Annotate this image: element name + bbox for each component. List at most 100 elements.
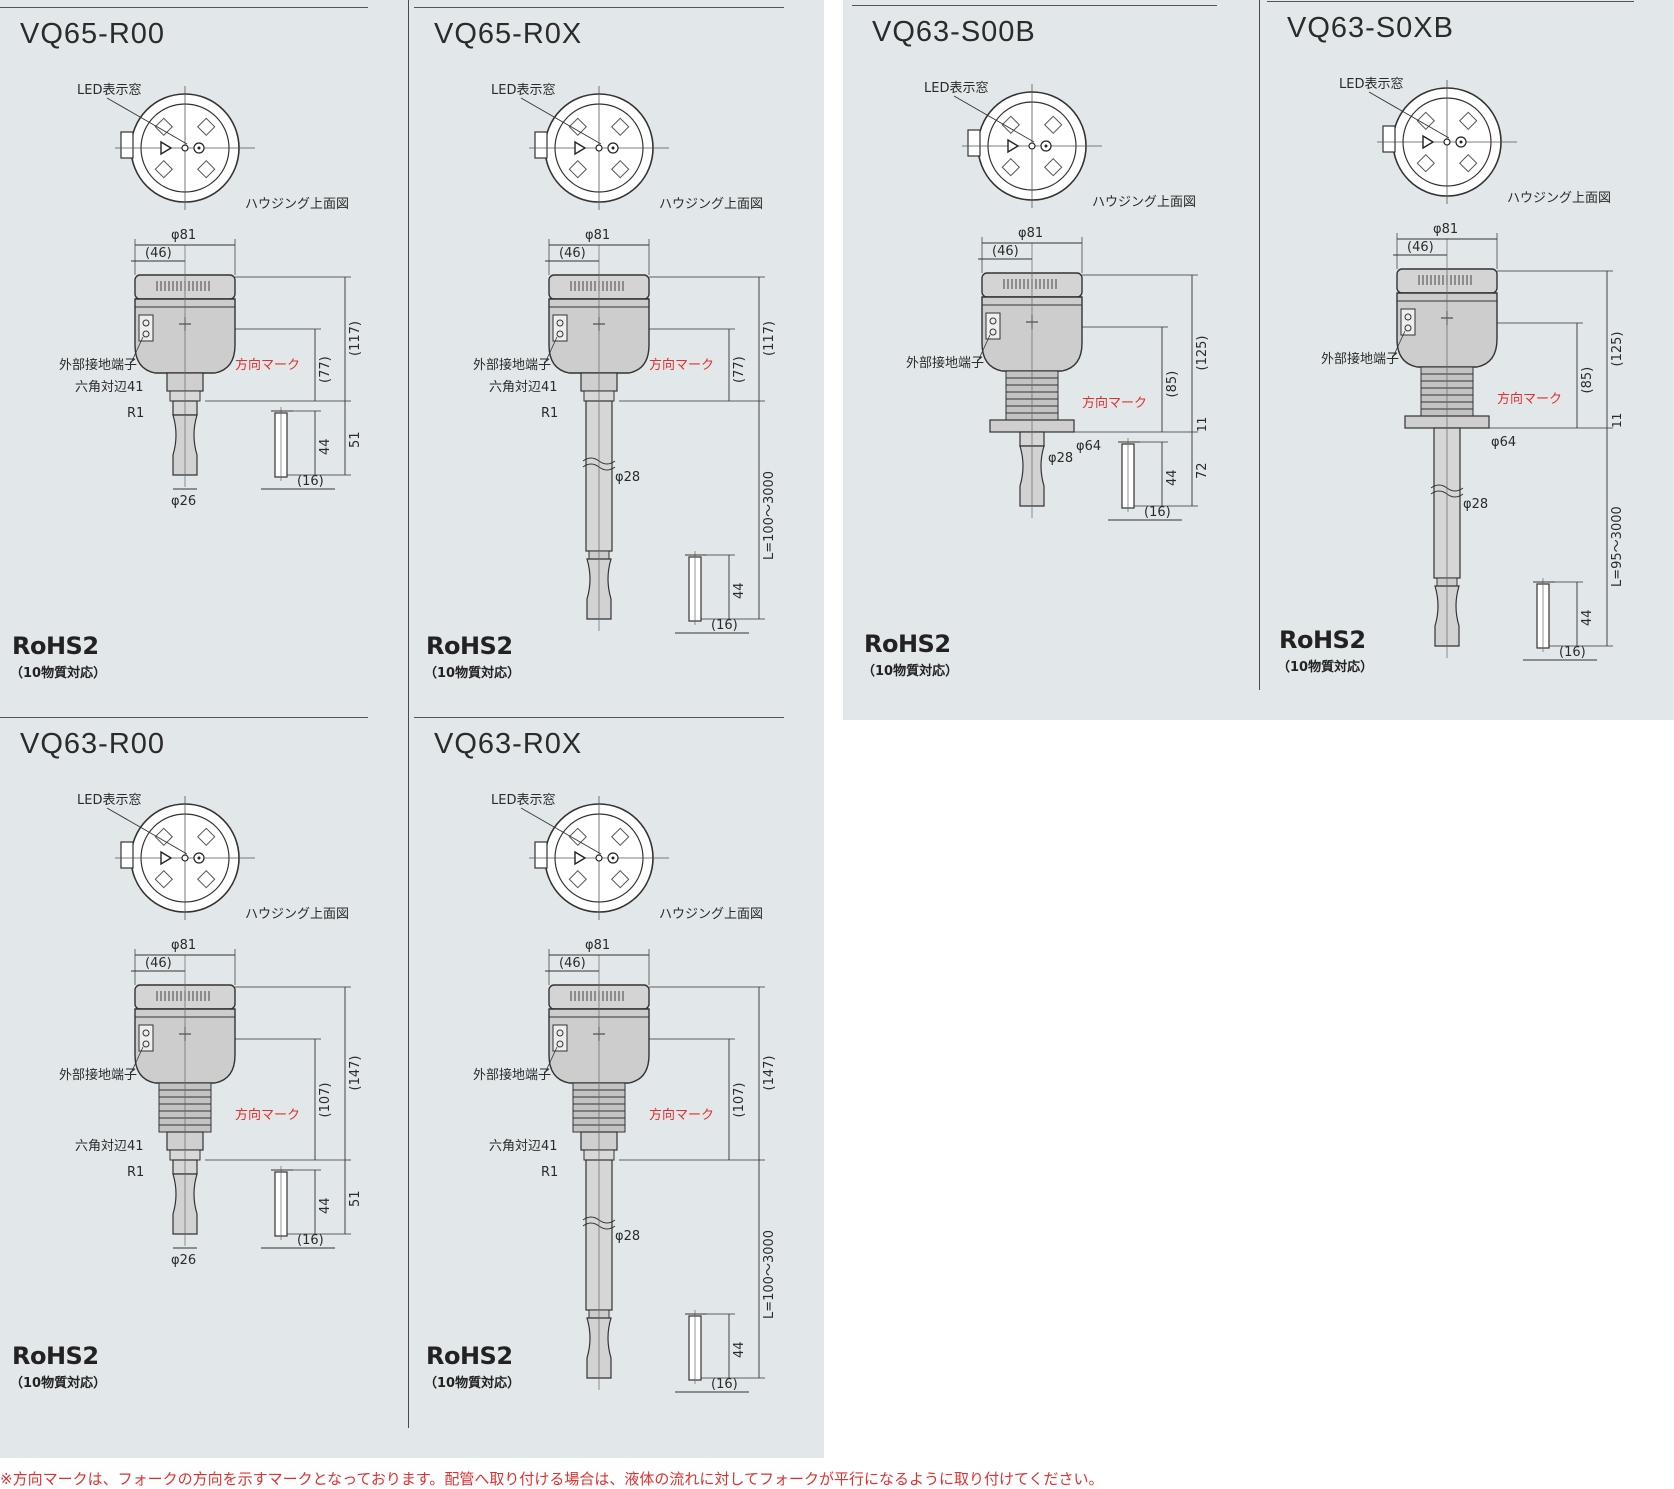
- sensor-side-view: [134, 955, 293, 1246]
- offset-label: (46): [559, 246, 586, 261]
- rod-diameter-label: φ28: [615, 470, 640, 485]
- model-title: VQ63-S0XB: [1287, 12, 1454, 44]
- housing-top-view: [106, 796, 255, 920]
- mid-height-label: (77): [318, 356, 333, 383]
- ground-terminal-label: 外部接地端子: [906, 355, 984, 371]
- panel-top-rule: [852, 5, 1217, 6]
- diameter-label: φ81: [585, 228, 610, 243]
- separator-right: [1259, 0, 1260, 690]
- dimension-lines: [544, 239, 765, 634]
- housing-top-view-label: ハウジング上面図: [245, 907, 349, 922]
- fork-width-label: (16): [297, 474, 324, 489]
- led-window-label: LED表示窓: [77, 792, 141, 808]
- rohs-note: （10物質対応）: [10, 666, 107, 681]
- dimension-lines: [1392, 233, 1613, 661]
- fork-length-label: 44: [732, 1341, 747, 1358]
- model-title: VQ63-R00: [20, 728, 166, 760]
- offset-label: (46): [559, 956, 586, 971]
- rohs-note: （10物質対応）: [10, 1376, 107, 1391]
- fork-length-label: 44: [318, 1197, 333, 1214]
- fork-length-label: 44: [1580, 609, 1595, 626]
- ground-terminal-label: 外部接地端子: [59, 357, 137, 373]
- drawing-canvas: LED表示窓ハウジング上面図φ81(46)(77)(117)L=100～3000…: [473, 82, 777, 634]
- model-title: VQ63-R0X: [434, 728, 583, 760]
- fork-width-label: (16): [711, 1377, 738, 1392]
- diameter-label: φ81: [171, 938, 196, 953]
- sensor-side-view: [134, 245, 293, 487]
- diameter-label: φ81: [171, 228, 196, 243]
- thread-label: R1: [541, 406, 558, 421]
- housing-top-view-label: ハウジング上面図: [659, 907, 763, 922]
- offset-label: (46): [1407, 240, 1434, 255]
- panel-top-rule: [1267, 1, 1634, 2]
- diameter-label: φ81: [1433, 222, 1458, 237]
- fork-length-label: 44: [732, 582, 747, 599]
- housing-top-view: [1368, 80, 1517, 204]
- hex-size-label: 六角対辺41: [489, 1139, 558, 1154]
- housing-top-view-label: ハウジング上面図: [1507, 191, 1611, 206]
- rohs-note: （10物質対応）: [424, 666, 521, 681]
- total-height-label: (147): [762, 1056, 777, 1091]
- drawing-canvas: LED表示窓ハウジング上面図φ81(46)(77)(117)5144(16)φ2…: [59, 82, 363, 509]
- flange-height-label: 11: [1195, 417, 1209, 432]
- sensor-side-view: [548, 955, 707, 1390]
- diameter-label: φ81: [1018, 226, 1043, 241]
- led-window-label: LED表示窓: [491, 792, 555, 808]
- thread-label: R1: [127, 1165, 144, 1180]
- insertion-length-label: 51: [348, 431, 363, 448]
- direction-mark-label: 方向マーク: [235, 357, 300, 373]
- mid-height-label: (85): [1580, 367, 1595, 394]
- fork-width-label: (16): [1144, 505, 1171, 520]
- ground-terminal-label: 外部接地端子: [473, 357, 551, 373]
- rohs-badge: RoHS2: [426, 1342, 513, 1370]
- panel-top-rule: [414, 717, 784, 718]
- dimension-lines: [977, 237, 1198, 521]
- direction-mark-label: 方向マーク: [235, 1107, 300, 1123]
- total-height-label: (117): [762, 321, 777, 356]
- dimension-lines: [544, 949, 765, 1393]
- right-background: [843, 0, 1674, 720]
- rod-diameter-label: φ28: [1048, 451, 1073, 466]
- housing-top-view-label: ハウジング上面図: [1092, 195, 1196, 210]
- dimension-lines: [130, 239, 351, 490]
- rohs-note: （10物質対応）: [424, 1376, 521, 1391]
- rohs-badge: RoHS2: [12, 1342, 99, 1370]
- housing-top-view: [520, 796, 669, 920]
- sensor-side-view: [981, 243, 1140, 518]
- rohs-badge: RoHS2: [426, 632, 513, 660]
- model-title: VQ65-R00: [20, 18, 166, 50]
- housing-top-view: [520, 86, 669, 210]
- fork-diameter-label: φ26: [171, 494, 196, 509]
- panel-top-rule: [0, 7, 368, 8]
- model-title: VQ65-R0X: [434, 18, 583, 50]
- led-window-label: LED表示窓: [924, 80, 988, 96]
- footnote: ※方向マークは、フォークの方向を示すマークとなっております。配管へ取り付ける場合…: [0, 1470, 1104, 1488]
- drawing-canvas: LED表示窓ハウジング上面図φ81(46)(107)(147)L=100～300…: [473, 792, 777, 1393]
- fork-width-label: (16): [711, 618, 738, 633]
- diameter-label: φ81: [585, 938, 610, 953]
- mid-height-label: (85): [1165, 371, 1180, 398]
- panel-top-rule: [414, 7, 784, 8]
- drawing-canvas: LED表示窓ハウジング上面図φ81(46)(85)(125)L=95～30001…: [1321, 76, 1625, 661]
- panel-top-rule: [0, 717, 368, 718]
- housing-top-view-label: ハウジング上面図: [245, 197, 349, 212]
- drawing-canvas: LED表示窓ハウジング上面図φ81(46)(107)(147)5144(16)φ…: [59, 792, 363, 1268]
- total-height-label: (117): [348, 321, 363, 356]
- direction-mark-label: 方向マーク: [649, 1107, 714, 1123]
- rohs-badge: RoHS2: [1279, 626, 1366, 654]
- direction-mark-label: 方向マーク: [1082, 395, 1147, 411]
- rohs-note: （10物質対応）: [862, 664, 959, 679]
- housing-top-view: [106, 86, 255, 210]
- separator-left: [408, 0, 409, 1428]
- fork-diameter-label: φ26: [171, 1253, 196, 1268]
- rohs-badge: RoHS2: [12, 632, 99, 660]
- ground-terminal-label: 外部接地端子: [1321, 351, 1399, 367]
- total-height-label: (125): [1610, 332, 1625, 367]
- flange-diameter-label: φ64: [1076, 439, 1101, 454]
- probe-length-label: L=100～3000: [762, 471, 777, 560]
- rod-diameter-label: φ28: [1463, 497, 1488, 512]
- left-background: [0, 0, 824, 1458]
